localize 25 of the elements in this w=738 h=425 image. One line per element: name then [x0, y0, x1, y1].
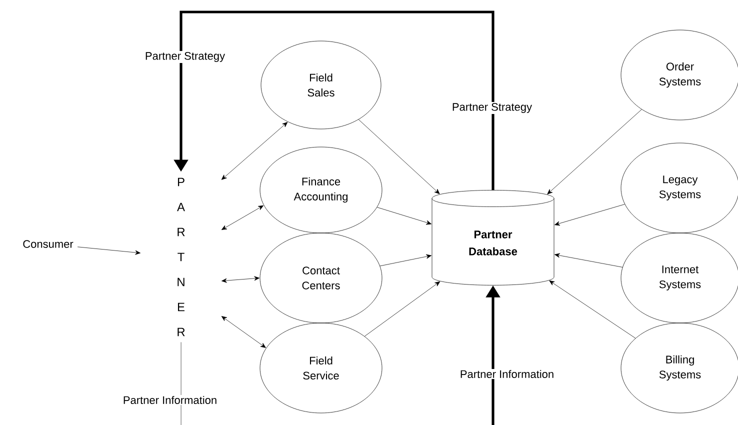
- arrow: [364, 281, 440, 336]
- ellipse-node: Field Service: [260, 322, 382, 414]
- arrow: [380, 254, 432, 266]
- arrow: [358, 119, 440, 194]
- arrow: [77, 246, 140, 255]
- text-label: Consumer: [23, 240, 74, 248]
- ellipse-node: Field Sales: [260, 40, 382, 130]
- vertical-text: P A R T N E R: [177, 178, 185, 336]
- arrow: [549, 280, 636, 338]
- connector-line: [180, 342, 182, 425]
- edge-label: Partner Strategy: [144, 51, 226, 63]
- text-label: Partner Strategy: [450, 102, 534, 114]
- database-cylinder: Partner Database: [432, 190, 554, 286]
- ellipse-node: Finance Accounting: [260, 146, 382, 234]
- double-arrow: [221, 316, 266, 348]
- double-arrow: [221, 205, 264, 230]
- arrow: [554, 204, 625, 226]
- arrow: [376, 207, 432, 225]
- edge-label: Partner Information: [458, 368, 556, 380]
- double-arrow: [222, 276, 260, 283]
- double-arrow: [221, 122, 288, 180]
- ellipse-node: Contact Centers: [260, 232, 382, 324]
- arrow: [554, 253, 623, 268]
- edge-label: Partner Information: [122, 394, 218, 406]
- arrow: [547, 109, 642, 194]
